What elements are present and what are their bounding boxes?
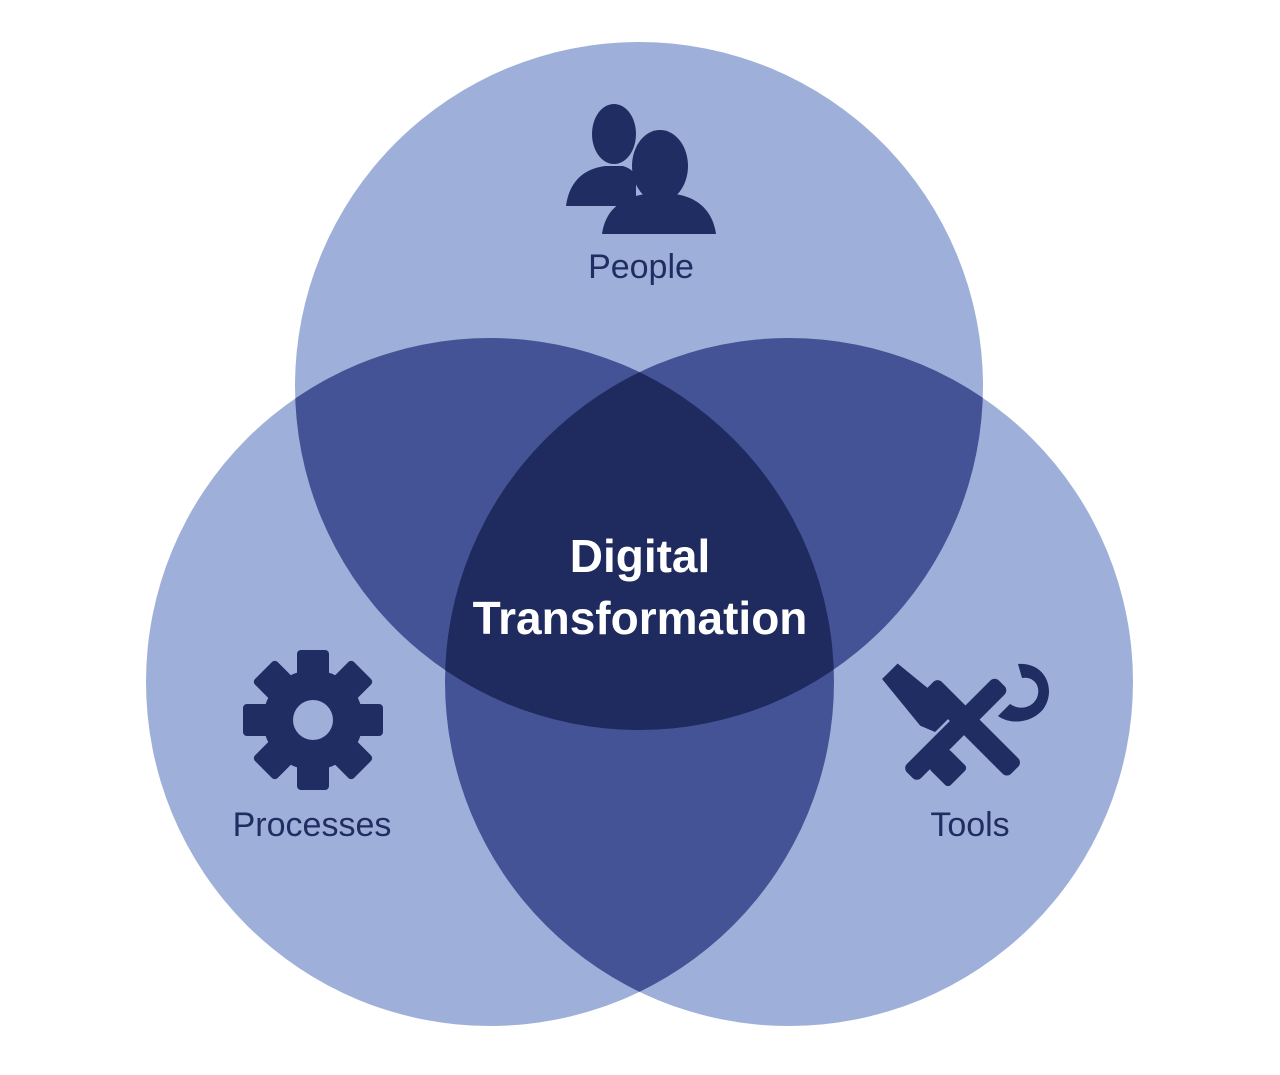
- hammer-wrench-icon: [882, 663, 1049, 787]
- overlap-all-three: [445, 338, 834, 730]
- label-people: People: [588, 248, 694, 286]
- people-icon: [566, 104, 716, 234]
- label-tools: Tools: [930, 806, 1009, 844]
- center-label-line2: Transformation: [473, 592, 808, 644]
- center-label-line1: Digital: [570, 530, 711, 582]
- label-processes: Processes: [233, 806, 392, 844]
- gear-icon: [243, 650, 383, 790]
